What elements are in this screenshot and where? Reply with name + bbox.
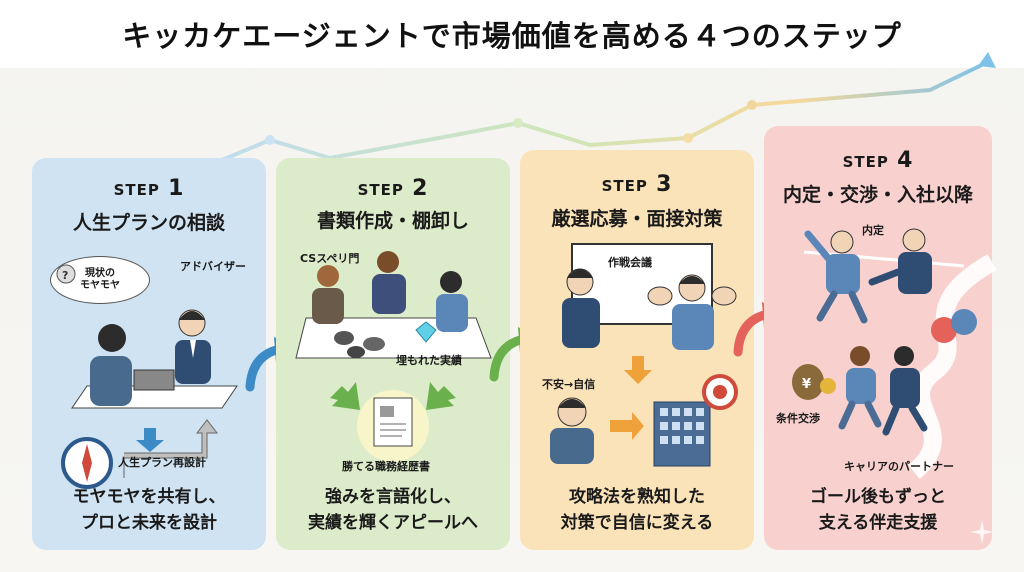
offer-label: 内定	[862, 224, 884, 237]
bubble-line1: 現状の	[85, 268, 115, 279]
step4-title: 内定・交渉・入社以降	[782, 184, 973, 206]
step2-summary: 強みを言語化し、 実績を輝くアピールへ	[276, 484, 510, 536]
step4-card: STEP 4 内定・交渉・入社以降 内定 ¥ 条件交渉	[764, 126, 997, 550]
step2-label-text: STEP	[357, 181, 404, 199]
trend-line	[208, 52, 996, 167]
step1-summary-line1: モヤモヤを共有し、	[72, 487, 226, 507]
step3-label: STEP 3	[520, 172, 754, 197]
cs-label: CSスペリ門	[300, 252, 360, 265]
step1-number: 1	[168, 176, 185, 201]
meeting-label: 作戦会議	[608, 256, 652, 269]
step4-summary-line2: 支える伴走支援	[818, 513, 938, 533]
offer-illustration: ¥	[792, 228, 997, 480]
page-title: キッカケエージェントで市場価値を高める４つのステップ	[122, 19, 902, 53]
step1-card: STEP 1 人生プランの相談 現状の モヤモヤ アドバイザー ? 人生プラン再…	[32, 158, 266, 550]
step4-label: STEP 4	[764, 148, 992, 173]
anxiety-label: 不安→自信	[542, 378, 596, 391]
svg-text:?: ?	[62, 269, 68, 282]
interview-illustration	[550, 243, 738, 467]
step4-number: 4	[897, 148, 914, 173]
step4-summary: ゴール後もずっと 支える伴走支援	[764, 484, 992, 536]
step4-summary-line1: ゴール後もずっと	[810, 487, 946, 507]
sparkle-icon	[970, 520, 994, 544]
step3-summary-line2: 対策で自信に変える	[560, 513, 714, 533]
step1-summary: モヤモヤを共有し、 プロと未来を設計	[32, 484, 266, 536]
step2-summary-line2: 実績を輝くアピールへ	[308, 513, 478, 533]
step1-summary-line2: プロと未来を設計	[81, 513, 217, 533]
bubble-line2: モヤモヤ	[80, 280, 120, 291]
step3-card: STEP 3 厳選応募・面接対策 作戦会議 不安	[520, 150, 754, 550]
svg-text:¥: ¥	[802, 377, 811, 392]
document-illustration	[295, 251, 492, 462]
step2-summary-line1: 強みを言語化し、	[325, 487, 461, 507]
step1-label: STEP 1	[32, 176, 266, 201]
step3-summary: 攻略法を熟知した 対策で自信に変える	[520, 484, 754, 536]
step2-title: 書類作成・棚卸し	[316, 210, 469, 232]
title-bar: キッカケエージェントで市場価値を高める４つのステップ	[0, 0, 1024, 68]
step2-number: 2	[412, 176, 429, 201]
redesign-label: 人生プラン再設計	[118, 456, 206, 469]
partner-label: キャリアのパートナー	[844, 460, 954, 473]
step3-summary-line1: 攻略法を熟知した	[569, 487, 705, 507]
consultation-illustration: ?	[56, 264, 238, 489]
negotiation-label: 条件交渉	[776, 412, 820, 425]
step3-title: 厳選応募・面接対策	[551, 208, 723, 230]
step3-number: 3	[656, 172, 673, 197]
step4-label-text: STEP	[842, 153, 889, 171]
step2-label: STEP 2	[276, 176, 510, 201]
step2-card: STEP 2 書類作成・棚卸し CSスペリ門 埋もれた実績 勝てる職務経歴書 強…	[276, 158, 510, 550]
resume-label: 勝てる職務経歴書	[342, 460, 430, 473]
step1-label-text: STEP	[113, 181, 160, 199]
step1-title: 人生プランの相談	[72, 212, 225, 234]
buried-label: 埋もれた実績	[396, 354, 462, 367]
advisor-label: アドバイザー	[180, 260, 246, 273]
step3-label-text: STEP	[601, 177, 648, 195]
